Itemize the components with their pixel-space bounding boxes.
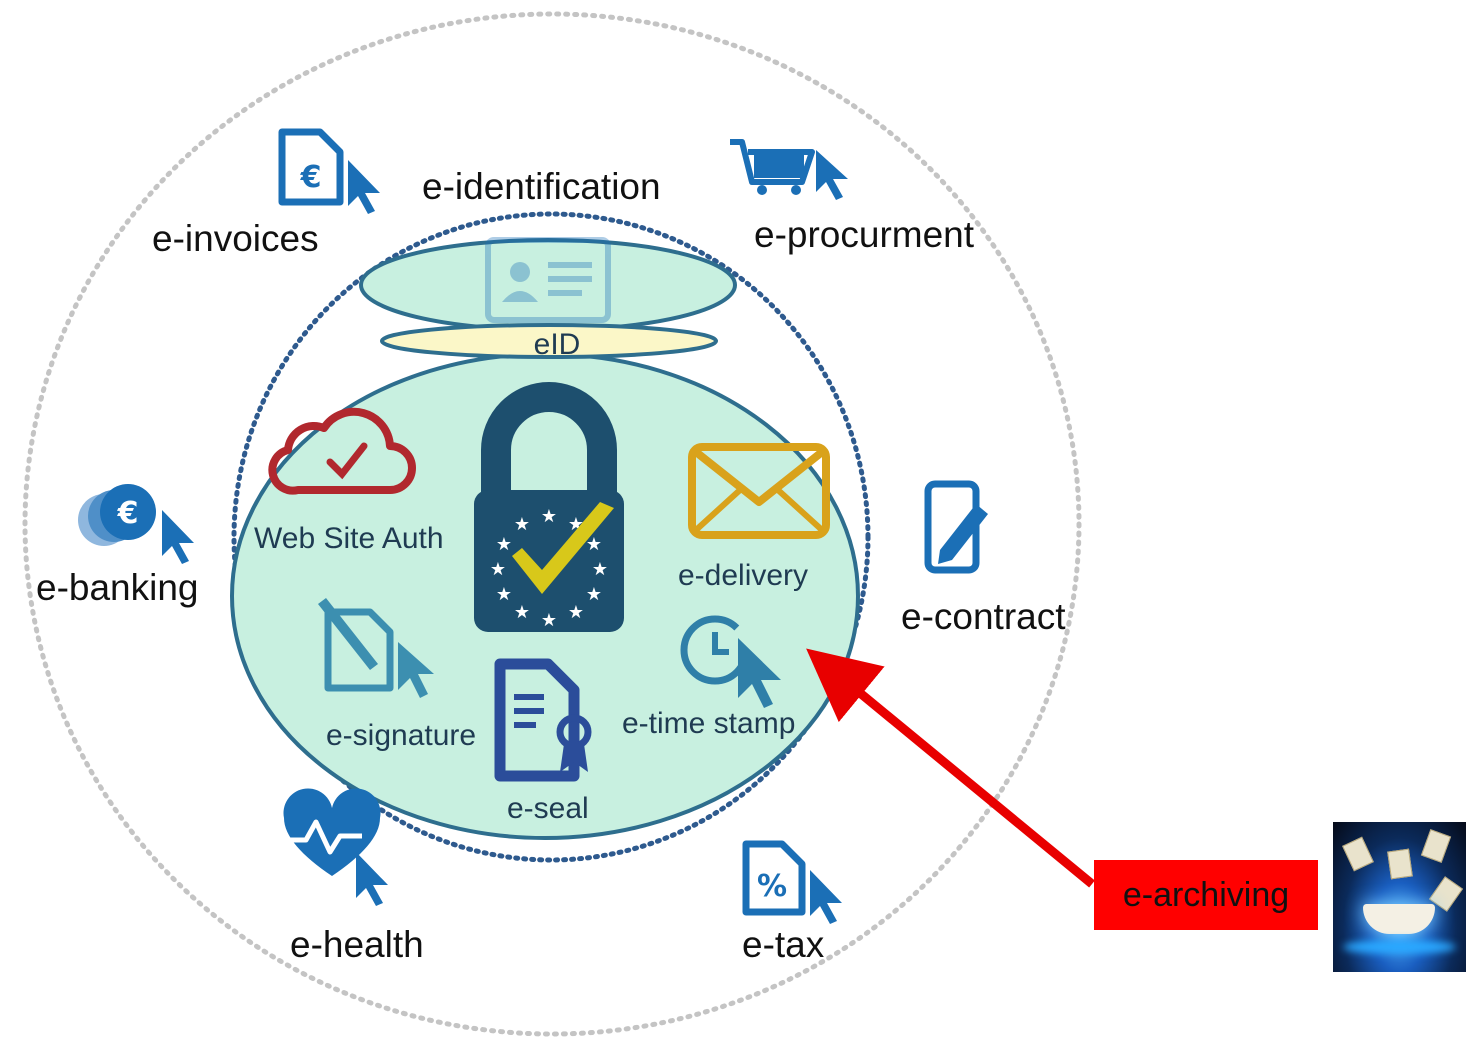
svg-text:★: ★ <box>496 534 512 555</box>
eid-label: eID <box>534 328 581 361</box>
svg-text:★: ★ <box>496 584 512 605</box>
e-tax-label: e-tax <box>742 924 825 965</box>
digital-library-image <box>1333 822 1466 972</box>
archiving-arrow <box>806 648 1095 888</box>
svg-text:★: ★ <box>586 534 602 555</box>
website-auth-label: Web Site Auth <box>254 522 444 555</box>
e-seal-label: e-seal <box>507 792 589 825</box>
e-identification-label: e-identification <box>422 166 661 207</box>
e-delivery-label: e-delivery <box>678 559 808 592</box>
e-contract-label: e-contract <box>901 596 1066 637</box>
outer-dotted-ring <box>22 11 1082 1037</box>
svg-text:★: ★ <box>514 602 530 623</box>
e-health-label: e-health <box>290 924 424 965</box>
smartphone-pen-icon <box>924 480 988 574</box>
shopping-cart-icon <box>730 139 848 200</box>
e-archiving-label: e-archiving <box>1094 860 1318 930</box>
e-invoices-label: e-invoices <box>152 218 319 259</box>
svg-text:★: ★ <box>514 514 530 535</box>
id-card-icon <box>485 237 611 323</box>
svg-text:★: ★ <box>541 506 557 527</box>
svg-text:%: % <box>757 869 787 904</box>
svg-text:€: € <box>300 160 322 195</box>
euro-document-icon: € <box>278 128 380 214</box>
e-time-stamp-label: e-time stamp <box>622 707 795 740</box>
svg-text:★: ★ <box>568 602 584 623</box>
svg-text:€: € <box>117 496 139 531</box>
svg-text:★: ★ <box>592 559 608 580</box>
svg-text:★: ★ <box>586 584 602 605</box>
envelope-icon <box>688 443 830 539</box>
svg-text:★: ★ <box>541 610 557 631</box>
euro-coins-icon: € <box>78 484 194 564</box>
e-procurement-label: e-procurment <box>754 214 975 255</box>
e-banking-label: e-banking <box>36 567 199 608</box>
cloud-check-icon <box>268 407 416 495</box>
certificate-icon <box>494 658 592 782</box>
heartbeat-icon <box>283 788 388 906</box>
percent-document-icon: % <box>742 840 842 924</box>
eu-padlock-icon: ★★★ ★★★ ★★★ ★★★ <box>474 382 624 632</box>
e-signature-label: e-signature <box>326 719 476 752</box>
inner-dotted-ring <box>231 211 871 863</box>
eid-band <box>380 323 718 359</box>
eid-oval <box>359 238 737 332</box>
sign-document-icon <box>318 598 434 698</box>
clock-icon <box>680 615 781 708</box>
svg-text:★: ★ <box>490 559 506 580</box>
